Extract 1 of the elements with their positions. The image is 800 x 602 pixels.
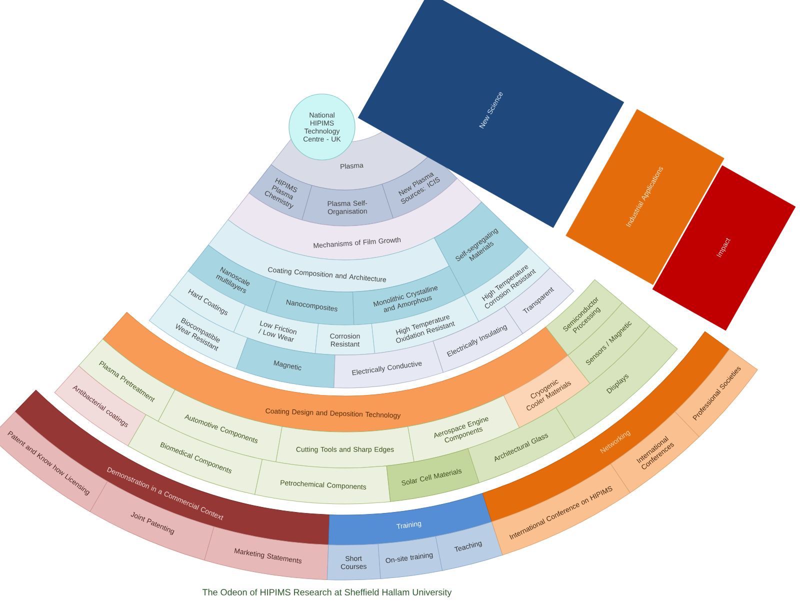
caption: The Odeon of HIPIMS Research at Sheffield Hallam University xyxy=(202,588,452,598)
